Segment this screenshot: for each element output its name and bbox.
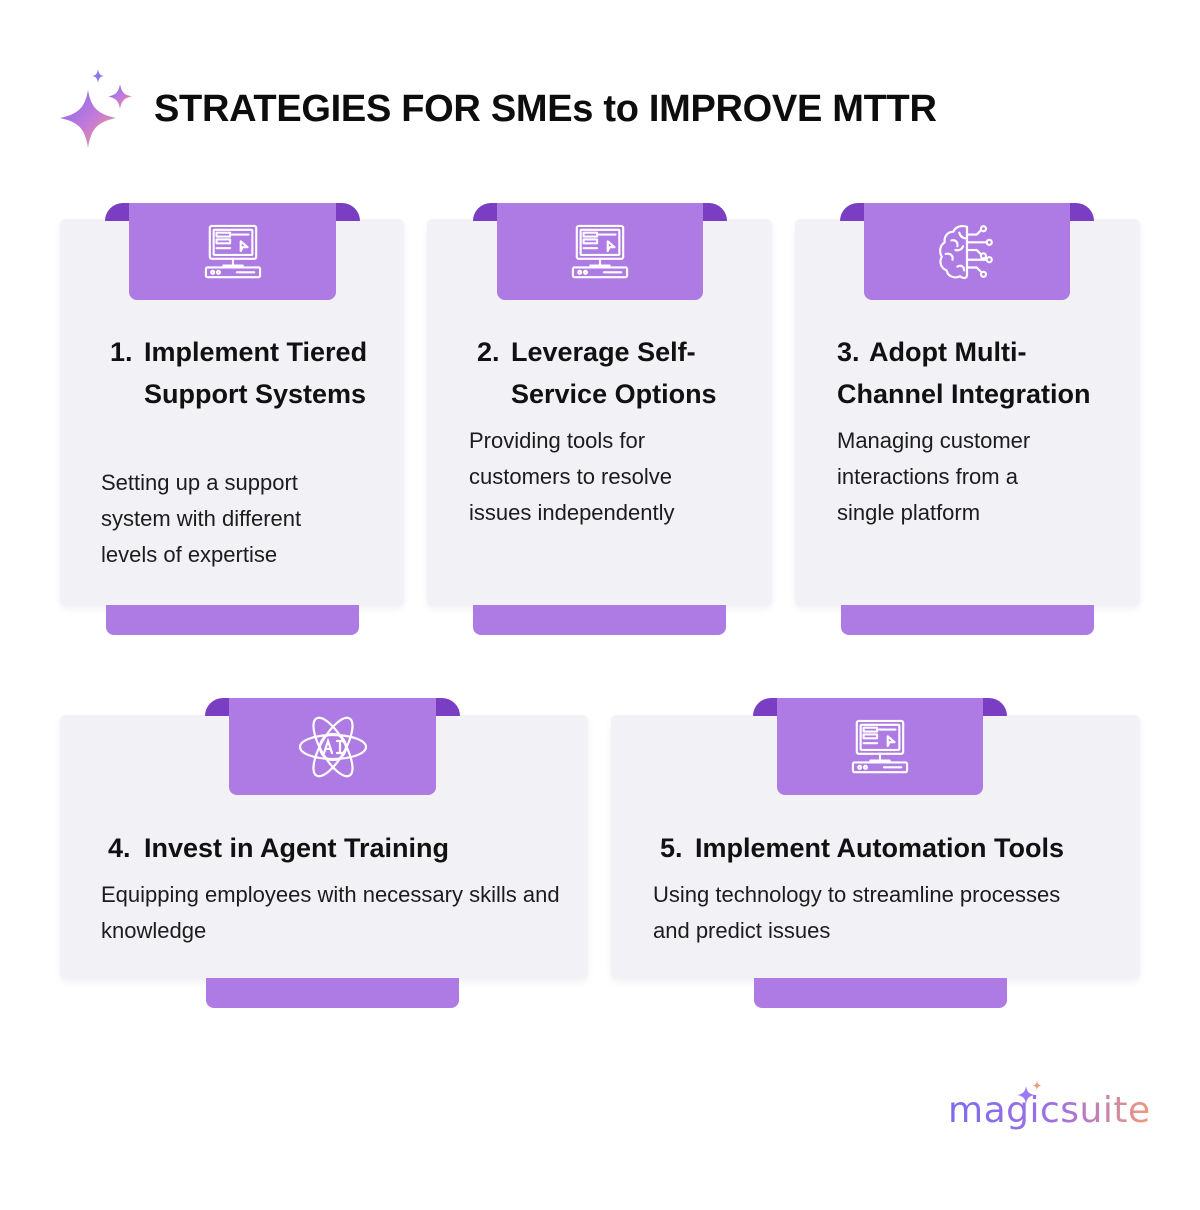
- brain-circuit-icon: [936, 221, 998, 283]
- card-1-number: 1.: [110, 337, 133, 367]
- card-1-description: Setting up a support system with differe…: [101, 470, 302, 567]
- card-5-title: 5. Implement Automation Tools: [660, 827, 1130, 869]
- card-3-bottom-tab: [841, 605, 1094, 635]
- card-4-icon-tab: [205, 698, 460, 795]
- card-4-title-text: Invest in Agent Training: [144, 833, 450, 863]
- card-4-number: 4.: [108, 833, 131, 863]
- card-3-description: Managing customer interactions from a si…: [837, 428, 1031, 525]
- card-1-title-text: Implement Tiered Support Systems: [144, 337, 368, 409]
- card-5-icon-tab: [753, 698, 1007, 795]
- card-3-title-text: Adopt Multi-Channel Integration: [837, 337, 1091, 409]
- card-3-title: 3. Adopt Multi-Channel Integration: [837, 331, 1127, 415]
- card-5-description: Using technology to streamline processes…: [653, 882, 1061, 943]
- card-3-number: 3.: [837, 337, 860, 367]
- card-4-description: Equipping employees with necessary skill…: [101, 882, 560, 943]
- card-3-icon-tab: [840, 203, 1094, 300]
- card-2-description: Providing tools for customers to resolve…: [469, 428, 675, 525]
- card-1-bottom-tab: [106, 605, 359, 635]
- card-2-bottom-tab: [473, 605, 726, 635]
- card-4-bottom-tab: [206, 978, 459, 1008]
- brand-logo: magicsuite: [948, 1090, 1151, 1131]
- computer-terminal-icon: [571, 223, 629, 281]
- card-5-bottom-tab: [754, 978, 1007, 1008]
- card-2-title: 2. Leverage Self-Service Options: [477, 331, 757, 415]
- ai-atom-icon: [297, 711, 369, 783]
- card-1-icon-tab: [105, 203, 360, 300]
- page-title: STRATEGIES FOR SMEs to IMPROVE MTTR: [154, 88, 937, 130]
- card-2-icon-tab: [473, 203, 727, 300]
- card-4-title: 4. Invest in Agent Training: [108, 827, 568, 869]
- card-2-number: 2.: [477, 337, 500, 367]
- sparkle-icon: [60, 69, 132, 148]
- brand-sparkle-icon: [1017, 1081, 1042, 1104]
- computer-terminal-icon: [204, 223, 262, 281]
- card-5-number: 5.: [660, 833, 683, 863]
- card-5-title-text: Implement Automation Tools: [695, 833, 1064, 863]
- computer-terminal-icon: [851, 718, 909, 776]
- card-1-title: 1. Implement Tiered Support Systems: [110, 331, 380, 415]
- card-2-title-text: Leverage Self-Service Options: [511, 337, 717, 409]
